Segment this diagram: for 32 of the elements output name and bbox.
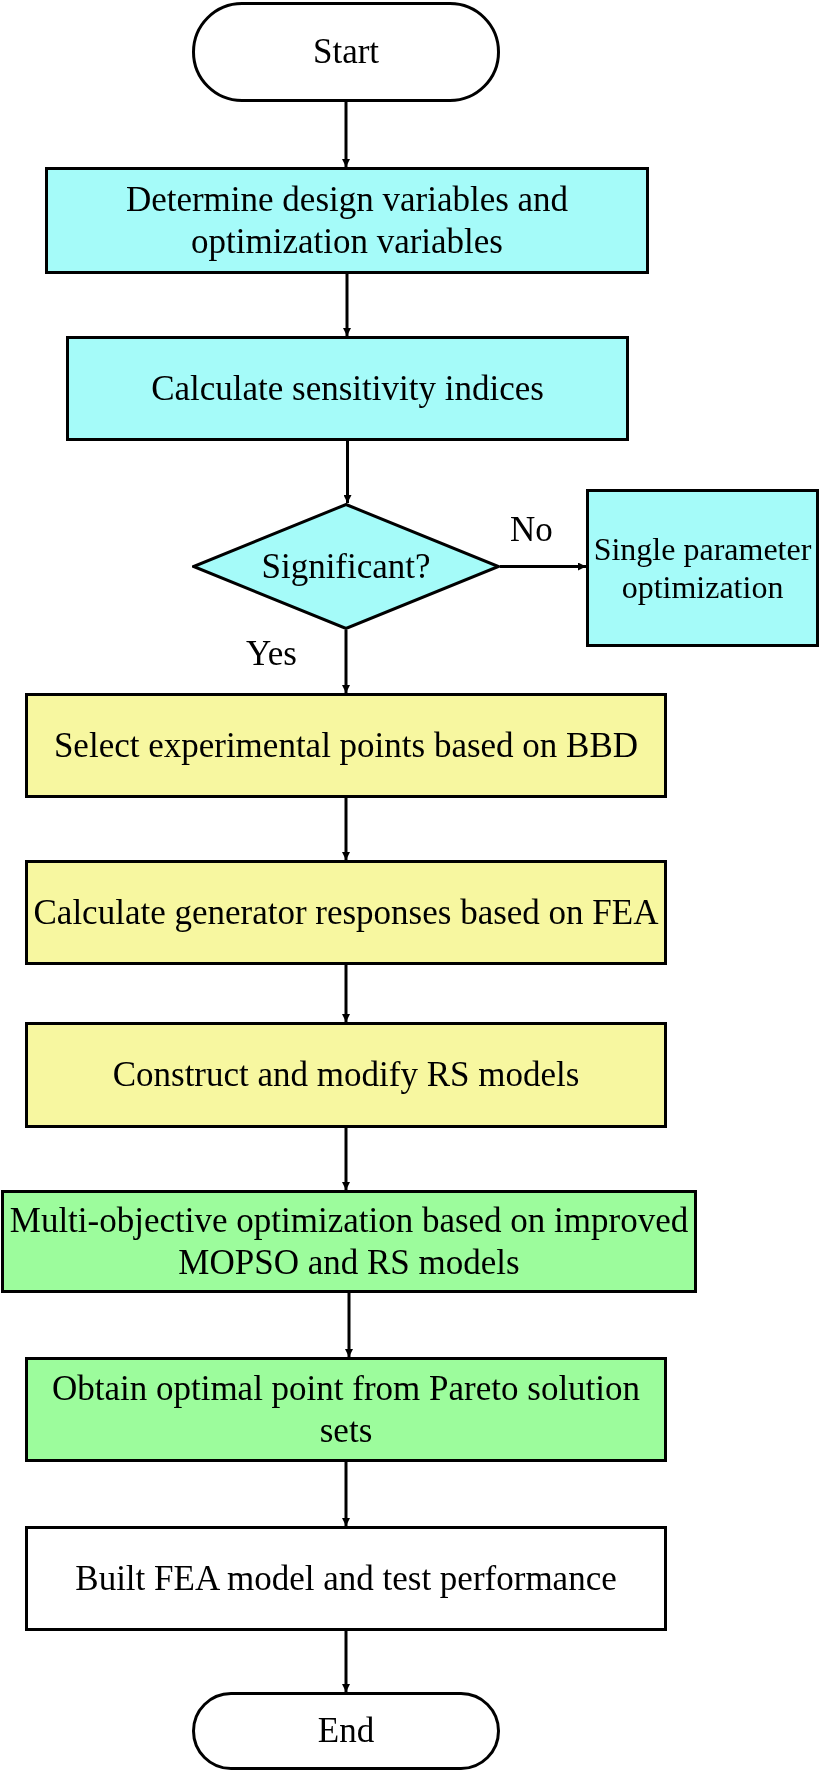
arrow	[342, 965, 350, 1022]
node-text: Obtain optimal point from Pareto solution sets	[50, 1367, 642, 1452]
node-text: Calculate generator responses based on FEA	[33, 891, 659, 934]
arrow	[343, 441, 352, 503]
arrow	[345, 1293, 353, 1357]
process-box	[1, 1190, 697, 1293]
arrow	[342, 798, 350, 860]
process-box	[25, 693, 667, 798]
arrow	[500, 562, 586, 571]
arrow	[342, 1462, 350, 1526]
process-box	[25, 1526, 667, 1631]
process-box	[25, 1357, 667, 1462]
node-text: End	[317, 1710, 375, 1752]
node-text: Multi-objective optimization based on improved MOPSO and RS models	[8, 1199, 690, 1284]
node-text: Significant?	[261, 545, 431, 588]
process-box	[66, 336, 629, 441]
arrow	[342, 102, 350, 167]
node-text: Determine design variables and optimization variables	[124, 178, 570, 263]
arrow	[342, 630, 350, 693]
node-text: Construct and modify RS models	[112, 1054, 580, 1096]
arrow	[343, 274, 351, 336]
process-box	[45, 167, 649, 274]
node-text: Select experimental points based on BBD	[53, 724, 639, 767]
arrow	[342, 1631, 350, 1692]
process-box	[25, 860, 667, 965]
process-box	[25, 1022, 667, 1128]
process-box	[586, 489, 819, 647]
node-text: Calculate sensitivity indices	[151, 367, 544, 410]
node-text: Start	[312, 31, 380, 73]
arrow	[342, 1128, 350, 1190]
node-text: Single parameter optimization	[593, 529, 812, 607]
node-text: Built FEA model and test performance	[75, 1557, 617, 1600]
